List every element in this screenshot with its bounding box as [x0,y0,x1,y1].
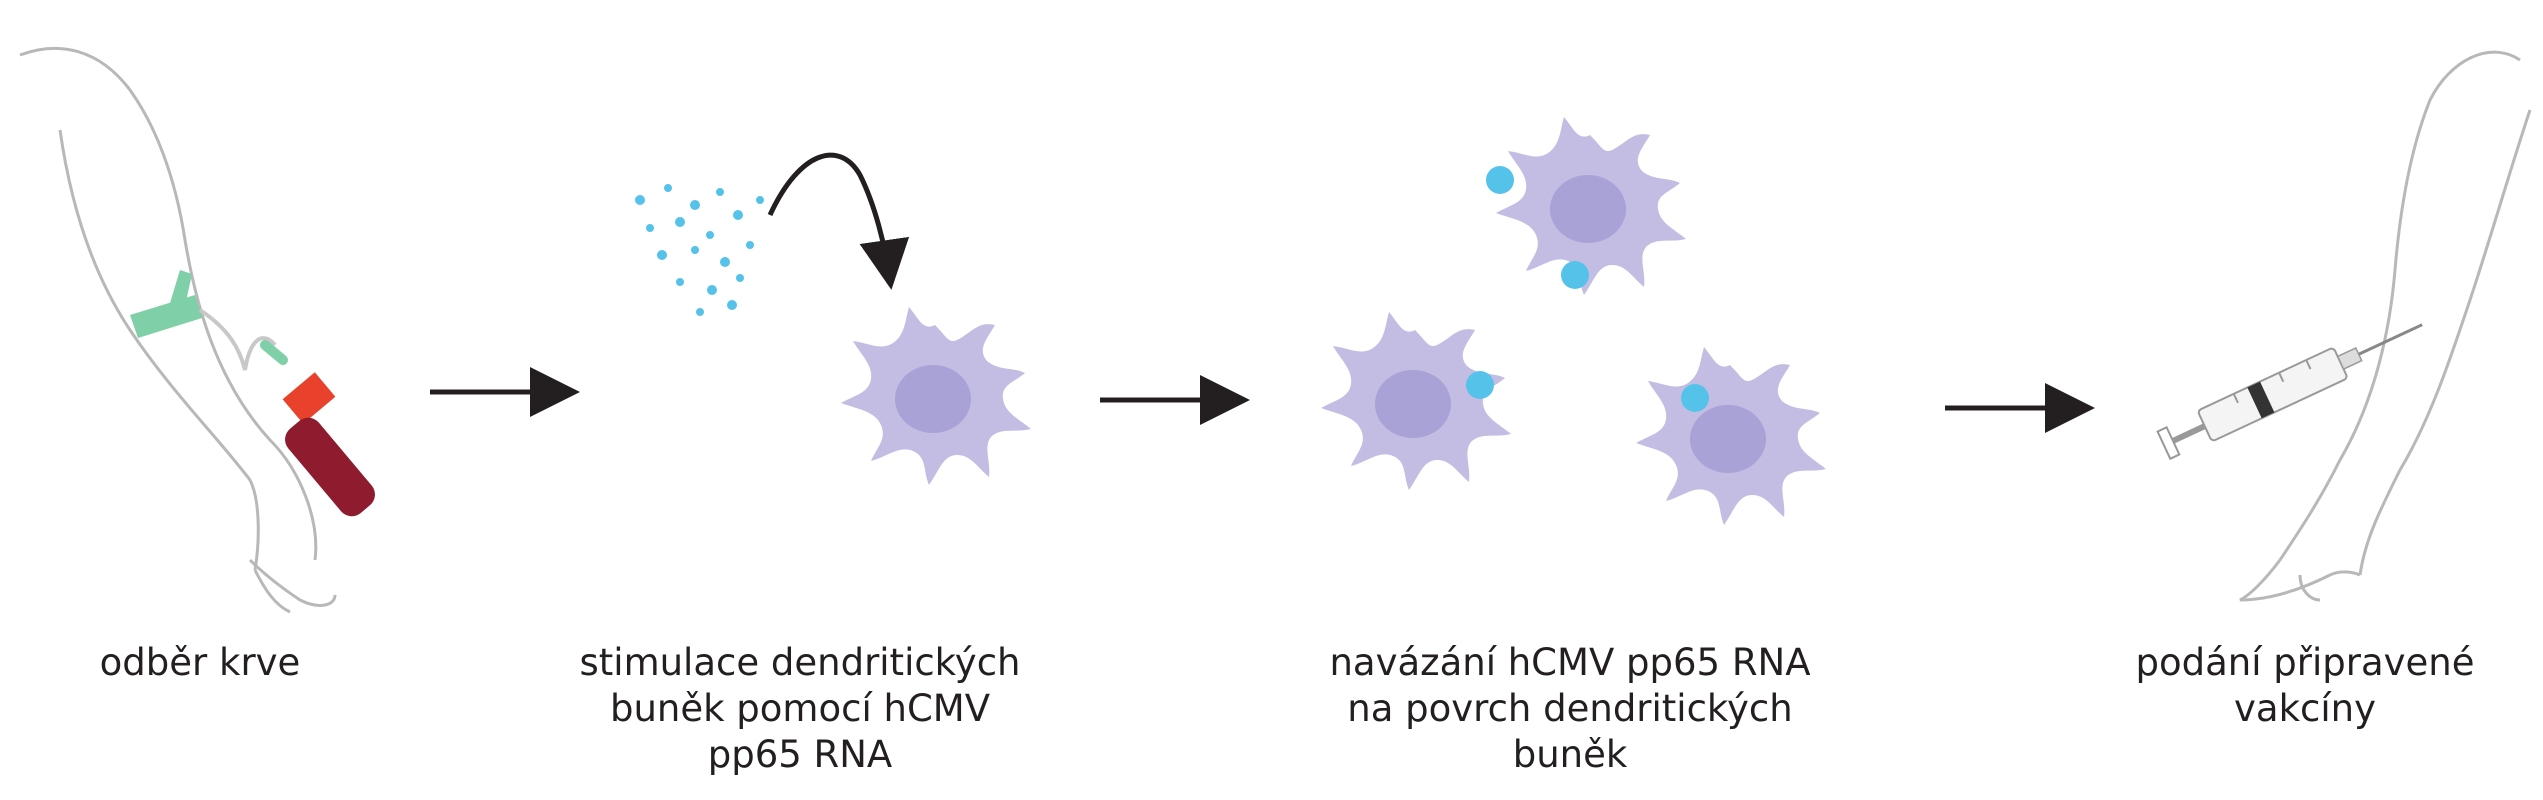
rna-particle-icon [1486,166,1514,194]
curved-arrow [767,152,910,290]
caption-line: navázání hCMV pp65 RNA [1329,641,1811,684]
step-caption-binding: navázání hCMV pp65 RNA na povrch dendrit… [1250,640,1890,778]
cell-cluster [1321,117,1826,525]
rna-particle-icon [1561,261,1589,289]
rna-particle-icon [1466,371,1494,399]
step-caption-blood-draw: odběr krve [40,640,360,686]
caption-line: vakcíny [2234,687,2376,730]
step-caption-stimulation: stimulace dendritických buněk pomocí hCM… [500,640,1100,778]
arm-blood-draw-icon [19,47,375,614]
step-caption-administration: podání připravené vakcíny [2070,640,2540,732]
dendritic-cell-icon [1321,312,1511,490]
syringe-arm-icon [2156,50,2532,602]
dendritic-cell-icon [1496,117,1686,295]
caption-line: podání připravené [2135,641,2475,684]
dendritic-cell-icon [841,307,1031,485]
rna-particles-icon [635,184,764,316]
caption-line: pp65 RNA [707,733,893,776]
caption-line: stimulace dendritických [579,641,1021,684]
caption-line: na povrch dendritických [1347,687,1793,730]
dendritic-cell-icon [1636,347,1826,525]
rna-particle-icon [1681,384,1709,412]
caption-line: odběr krve [99,641,301,684]
caption-line: buněk [1512,733,1628,776]
caption-line: buněk pomocí hCMV [609,687,991,730]
